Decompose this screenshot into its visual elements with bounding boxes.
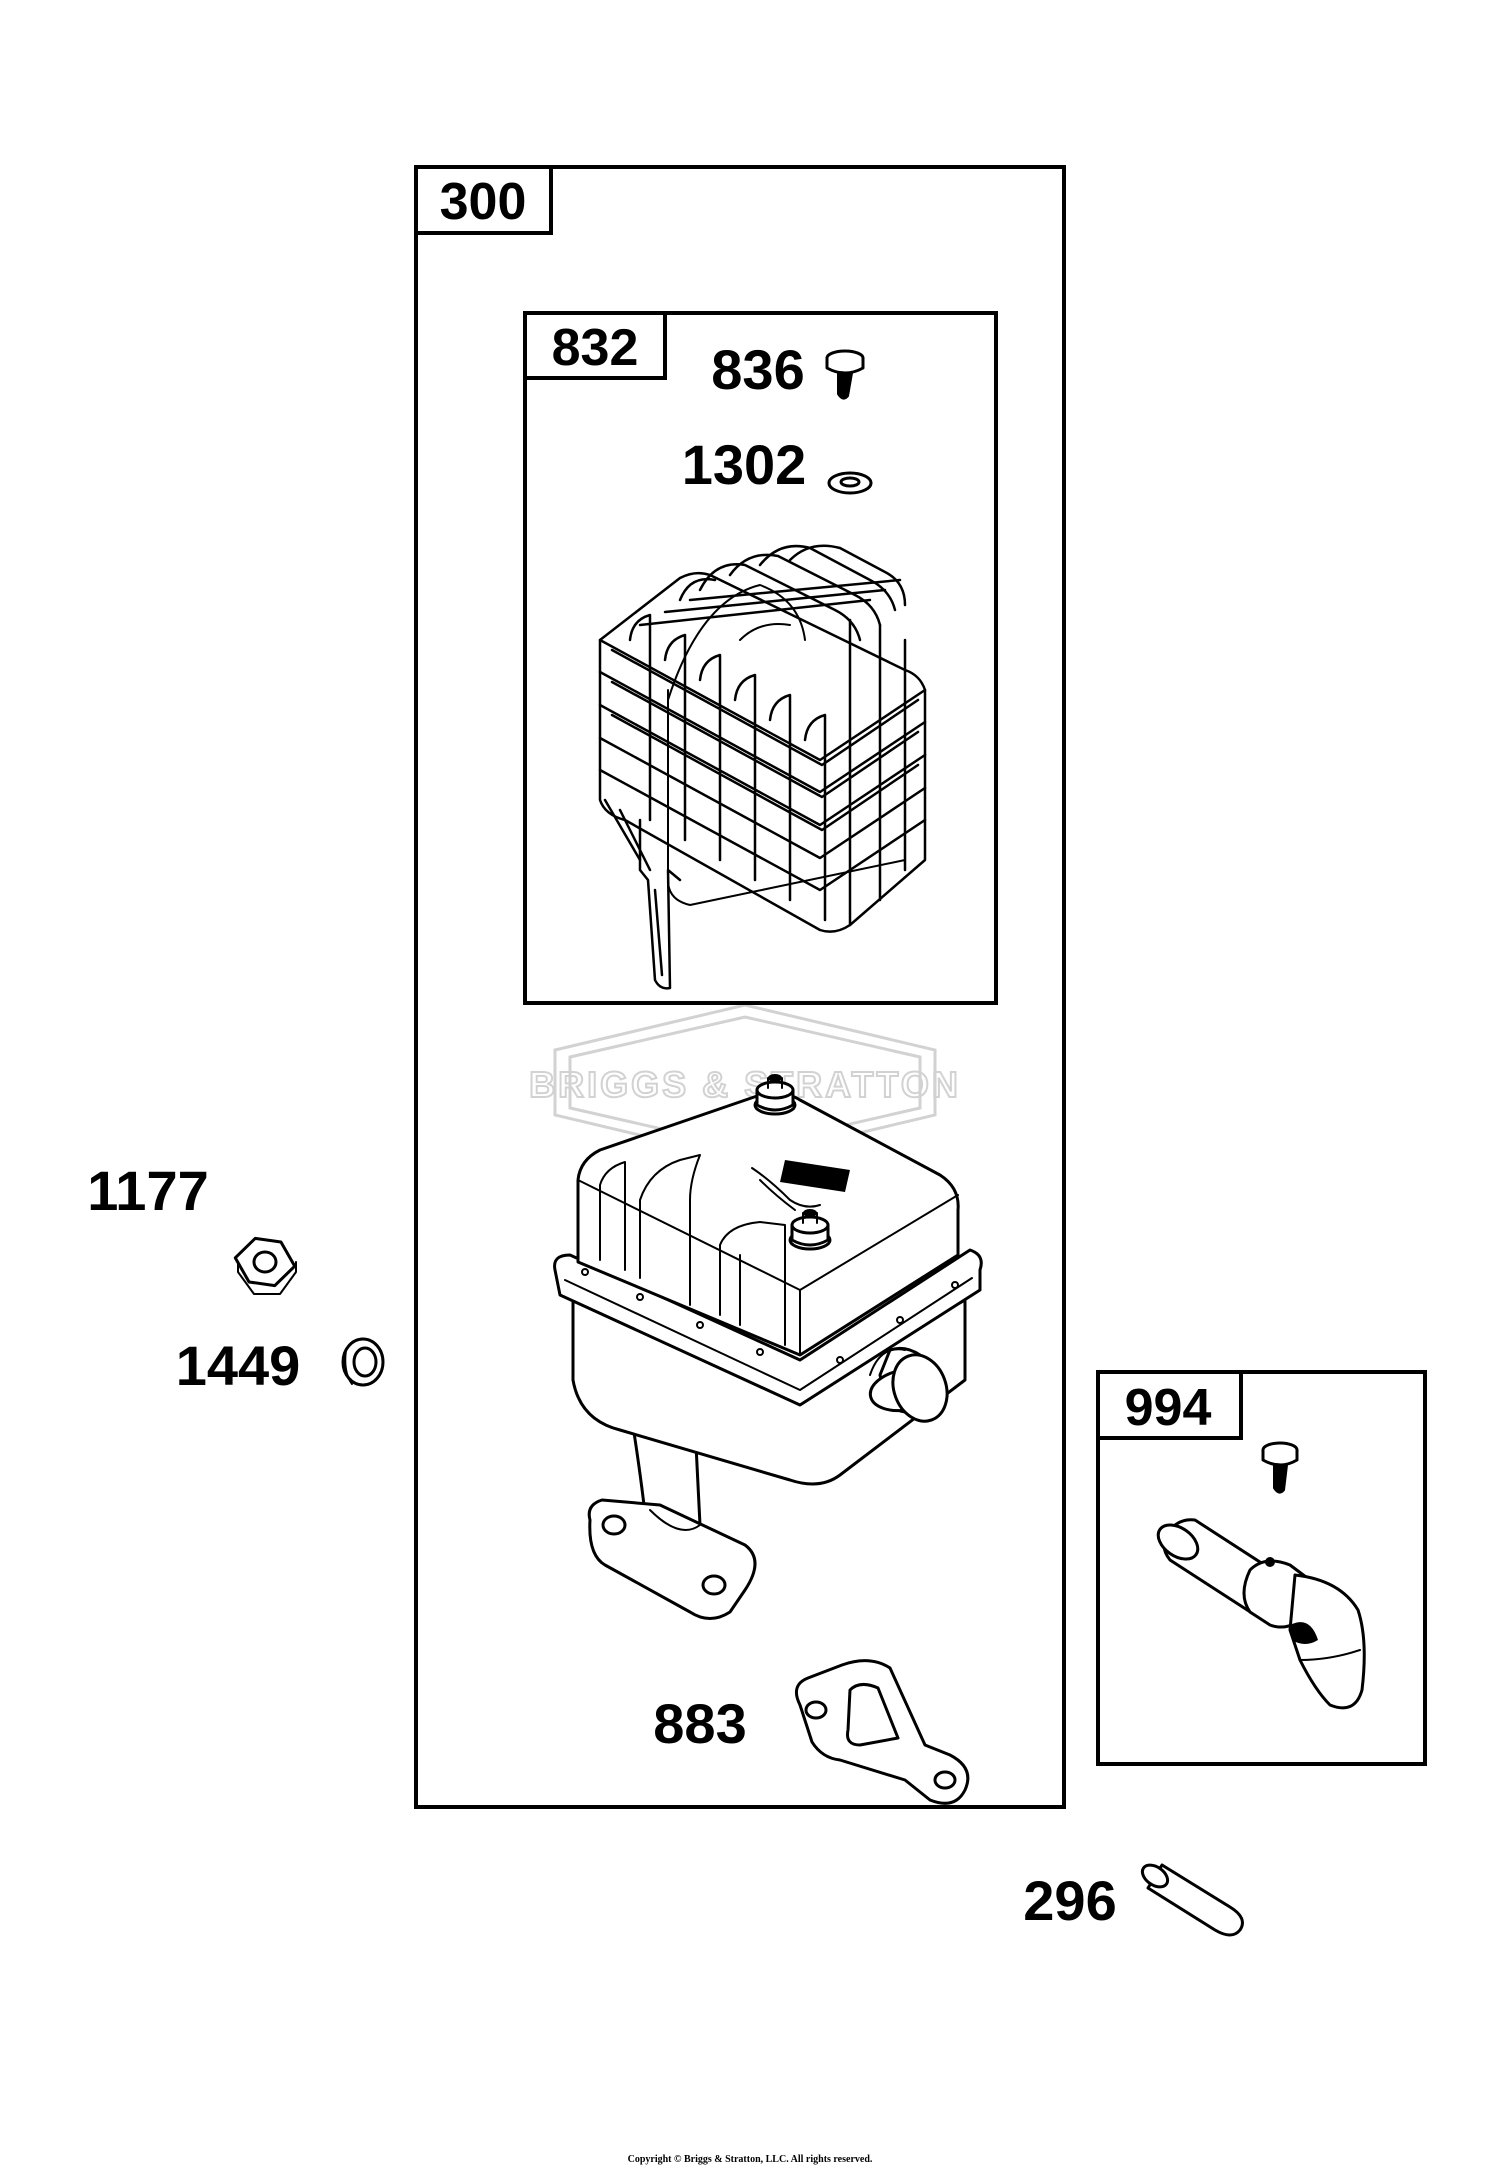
gasket-883-icon xyxy=(794,1659,970,1805)
kit-832-label: 832 xyxy=(552,319,639,377)
nut-1177-icon xyxy=(233,1236,297,1295)
screw-994-icon xyxy=(1261,1441,1299,1494)
kit-994-box: 994 xyxy=(1096,1370,1427,1766)
watermark-text: BRIGGS & STRATTON xyxy=(529,1064,961,1105)
pin-296-icon xyxy=(1140,1863,1244,1937)
washer-1449-icon xyxy=(341,1337,385,1387)
warning-decal xyxy=(751,1160,850,1211)
kit-994-label: 994 xyxy=(1125,1379,1212,1437)
washer-1302-icon xyxy=(827,471,873,495)
brand-watermark: BRIGGS & STRATTON xyxy=(528,1003,961,1162)
muffler-assembly xyxy=(553,1074,983,1620)
part-883-label: 883 xyxy=(653,1692,746,1755)
kit-832-box: 832 xyxy=(523,311,998,1005)
kit-300-label: 300 xyxy=(440,173,527,231)
screw-836-icon xyxy=(825,349,865,400)
muffler-guard-cage xyxy=(598,544,927,990)
part-296-label: 296 xyxy=(1023,1869,1116,1932)
spark-arrester-icon xyxy=(1156,1518,1366,1710)
part-836-label: 836 xyxy=(711,338,804,401)
part-1449-label: 1449 xyxy=(176,1334,301,1397)
muffler-top-bolt-2 xyxy=(788,1209,832,1251)
muffler-outlet xyxy=(868,1346,949,1423)
copyright-text: Copyright © Briggs & Stratton, LLC. All … xyxy=(628,2154,873,2165)
part-1177-label: 1177 xyxy=(87,1159,209,1222)
part-1302-label: 1302 xyxy=(682,433,807,496)
kit-300-box: 300 xyxy=(414,165,1066,1809)
muffler-top-bolt-1 xyxy=(753,1074,797,1116)
